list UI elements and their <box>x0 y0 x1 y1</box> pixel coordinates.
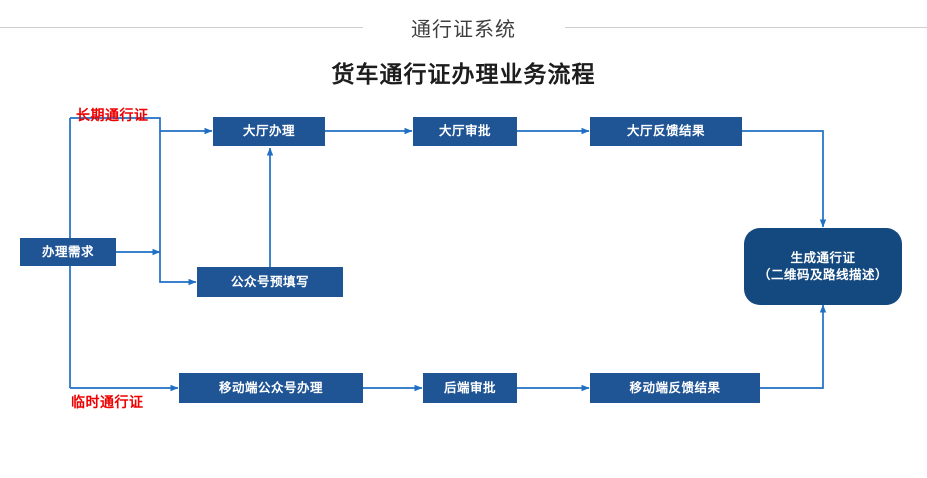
node-hall-approve-label: 大厅审批 <box>438 124 491 139</box>
node-mobile-handle[interactable]: 移动端公众号办理 <box>179 373 363 403</box>
node-generate-pass-line2: （二维码及路线描述） <box>757 267 888 282</box>
node-mobile-handle-label: 移动端公众号办理 <box>218 380 323 395</box>
node-hall-feedback-label: 大厅反馈结果 <box>626 124 705 139</box>
node-hall-feedback[interactable]: 大厅反馈结果 <box>590 117 742 146</box>
node-hall-approve[interactable]: 大厅审批 <box>413 117 517 146</box>
node-wechat-prefill-label: 公众号预填写 <box>230 274 309 289</box>
node-generate-pass[interactable]: 生成通行证 （二维码及路线描述） <box>744 228 902 305</box>
page-title: 货车通行证办理业务流程 <box>331 61 596 87</box>
node-hall-handle-label: 大厅办理 <box>242 124 295 139</box>
node-demand-label: 办理需求 <box>41 244 94 259</box>
header-rule-left <box>0 27 363 28</box>
system-title: 通行证系统 <box>411 19 516 41</box>
node-mobile-feedback[interactable]: 移动端反馈结果 <box>590 373 760 403</box>
node-demand[interactable]: 办理需求 <box>20 238 116 266</box>
node-hall-handle[interactable]: 大厅办理 <box>213 117 325 146</box>
node-backend-approve[interactable]: 后端审批 <box>423 373 517 403</box>
label-long-term-pass: 长期通行证 <box>76 107 149 123</box>
label-temporary-pass: 临时通行证 <box>71 394 144 410</box>
node-wechat-prefill[interactable]: 公众号预填写 <box>197 267 343 297</box>
node-backend-approve-label: 后端审批 <box>443 380 496 395</box>
node-mobile-feedback-label: 移动端反馈结果 <box>629 380 721 395</box>
header-rule-right <box>565 27 927 28</box>
node-generate-pass-line1: 生成通行证 <box>790 250 856 265</box>
